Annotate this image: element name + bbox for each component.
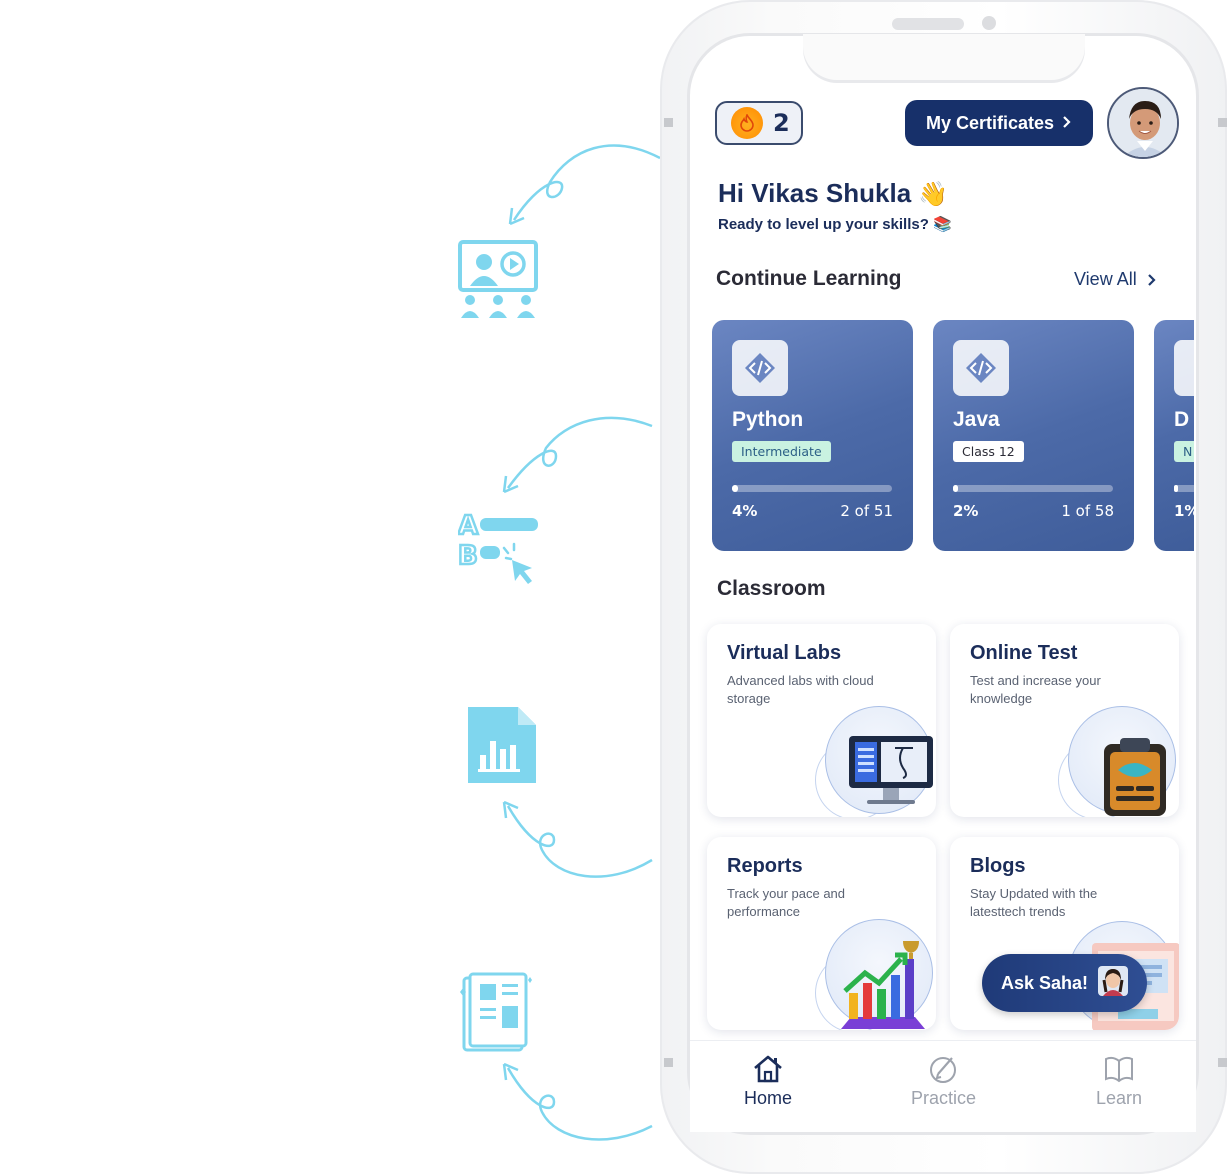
streak-badge[interactable]: 2 (715, 101, 803, 145)
ask-saha-label: Ask Saha! (1000, 972, 1089, 993)
phone-speaker (892, 18, 964, 30)
clipboard-test-icon (1104, 738, 1166, 816)
continue-learning-title: Continue Learning (716, 267, 902, 290)
phone-notch (803, 34, 1085, 80)
nav-learn-label: Learn (1096, 1088, 1143, 1108)
side-button (664, 1058, 673, 1067)
curved-arrow-icon (502, 416, 653, 494)
course-card-partial[interactable]: D N 1% (1154, 320, 1194, 551)
course-percent: 2% (953, 502, 979, 520)
curved-arrow-icon (502, 800, 653, 878)
view-all-label: View All (1074, 269, 1137, 289)
phone-camera (982, 16, 996, 30)
waving-hand-icon: 👋 (918, 181, 949, 208)
practice-icon (929, 1057, 956, 1083)
tile-title: Virtual Labs (727, 642, 842, 664)
home-icon (754, 1055, 782, 1083)
code-icon (1174, 340, 1194, 396)
course-progress-fill (1174, 485, 1178, 492)
course-lesson-count: 2 of 51 (840, 502, 893, 520)
greeting-text: Hi Vikas Shukla (718, 178, 912, 208)
streak-count: 2 (773, 109, 790, 137)
tile-description: Test and increase your knowledge (970, 673, 1101, 706)
course-level-tag: Intermediate (732, 441, 831, 462)
course-progress-bar (732, 485, 892, 492)
computer-lab-icon (849, 736, 933, 804)
course-progress-fill (953, 485, 958, 492)
my-certificates-label: My Certificates (925, 112, 1055, 133)
side-button (664, 118, 673, 127)
ask-saha-button[interactable]: Ask Saha! (982, 954, 1147, 1012)
view-all-link[interactable]: View All (1074, 269, 1157, 290)
course-level-tag: Class 12 (953, 441, 1024, 462)
blog-book-icon (460, 972, 532, 1052)
quiz-select-icon: A B (458, 510, 538, 584)
course-name: D (1174, 408, 1190, 431)
code-icon (953, 340, 1009, 396)
tile-reports[interactable]: Reports Track your pace and performance (707, 837, 936, 1030)
user-avatar[interactable] (1107, 87, 1179, 159)
nav-practice-label: Practice (911, 1088, 977, 1108)
svg-text:B: B (458, 541, 478, 571)
greeting-title: Hi Vikas Shukla 👋 (718, 178, 948, 209)
course-percent: 1% (1174, 502, 1194, 520)
classroom-title: Classroom (717, 577, 826, 600)
nav-practice[interactable]: Practice (911, 1054, 976, 1109)
course-name: Python (732, 408, 804, 431)
course-card-python[interactable]: Python Intermediate 4% 2 of 51 (712, 320, 913, 551)
nav-home-label: Home (744, 1088, 793, 1108)
course-lesson-count: 1 of 58 (1061, 502, 1114, 520)
nav-learn[interactable]: Learn (1096, 1054, 1142, 1109)
greeting-subtitle: Ready to level up your skills? 📚 (718, 215, 952, 233)
tile-description: Track your pace and performance (727, 886, 846, 919)
curved-arrow-icon (502, 1062, 653, 1141)
growth-chart-icon (841, 941, 925, 1029)
report-document-icon (468, 707, 536, 783)
course-name: Java (953, 408, 1000, 431)
tile-virtual-labs[interactable]: Virtual Labs Advanced labs with cloud st… (707, 624, 936, 817)
tile-title: Online Test (970, 642, 1078, 664)
assistant-avatar-icon (1098, 965, 1129, 1001)
code-icon (732, 340, 788, 396)
course-progress-bar (953, 485, 1113, 492)
tile-description: Advanced labs with cloud storage (727, 673, 874, 706)
course-card-java[interactable]: Java Class 12 2% 1 of 58 (933, 320, 1134, 551)
course-progress-bar (1174, 485, 1194, 492)
bottom-navigation (690, 1040, 1196, 1132)
book-icon (1105, 1056, 1134, 1083)
greeting-subtitle-text: Ready to level up your skills? (718, 216, 929, 233)
course-progress-fill (732, 485, 739, 492)
course-level-tag: N (1174, 441, 1194, 462)
svg-text:A: A (458, 511, 478, 541)
side-button (1218, 118, 1227, 127)
books-icon: 📚 (933, 216, 952, 233)
tile-description: Stay Updated with the latesttech trends (970, 886, 1098, 919)
nav-home[interactable]: Home (744, 1054, 792, 1109)
curved-arrow-icon (508, 144, 661, 226)
side-button (1218, 1058, 1227, 1067)
flame-icon (731, 107, 763, 139)
tile-online-test[interactable]: Online Test Test and increase your knowl… (950, 624, 1179, 817)
course-percent: 4% (732, 502, 758, 520)
tile-title: Blogs (970, 855, 1026, 877)
chevron-right-icon (1147, 273, 1156, 286)
my-certificates-button[interactable]: My Certificates (905, 100, 1093, 146)
tile-title: Reports (727, 855, 803, 877)
virtual-class-icon (458, 240, 538, 318)
chevron-right-icon (1062, 113, 1072, 134)
